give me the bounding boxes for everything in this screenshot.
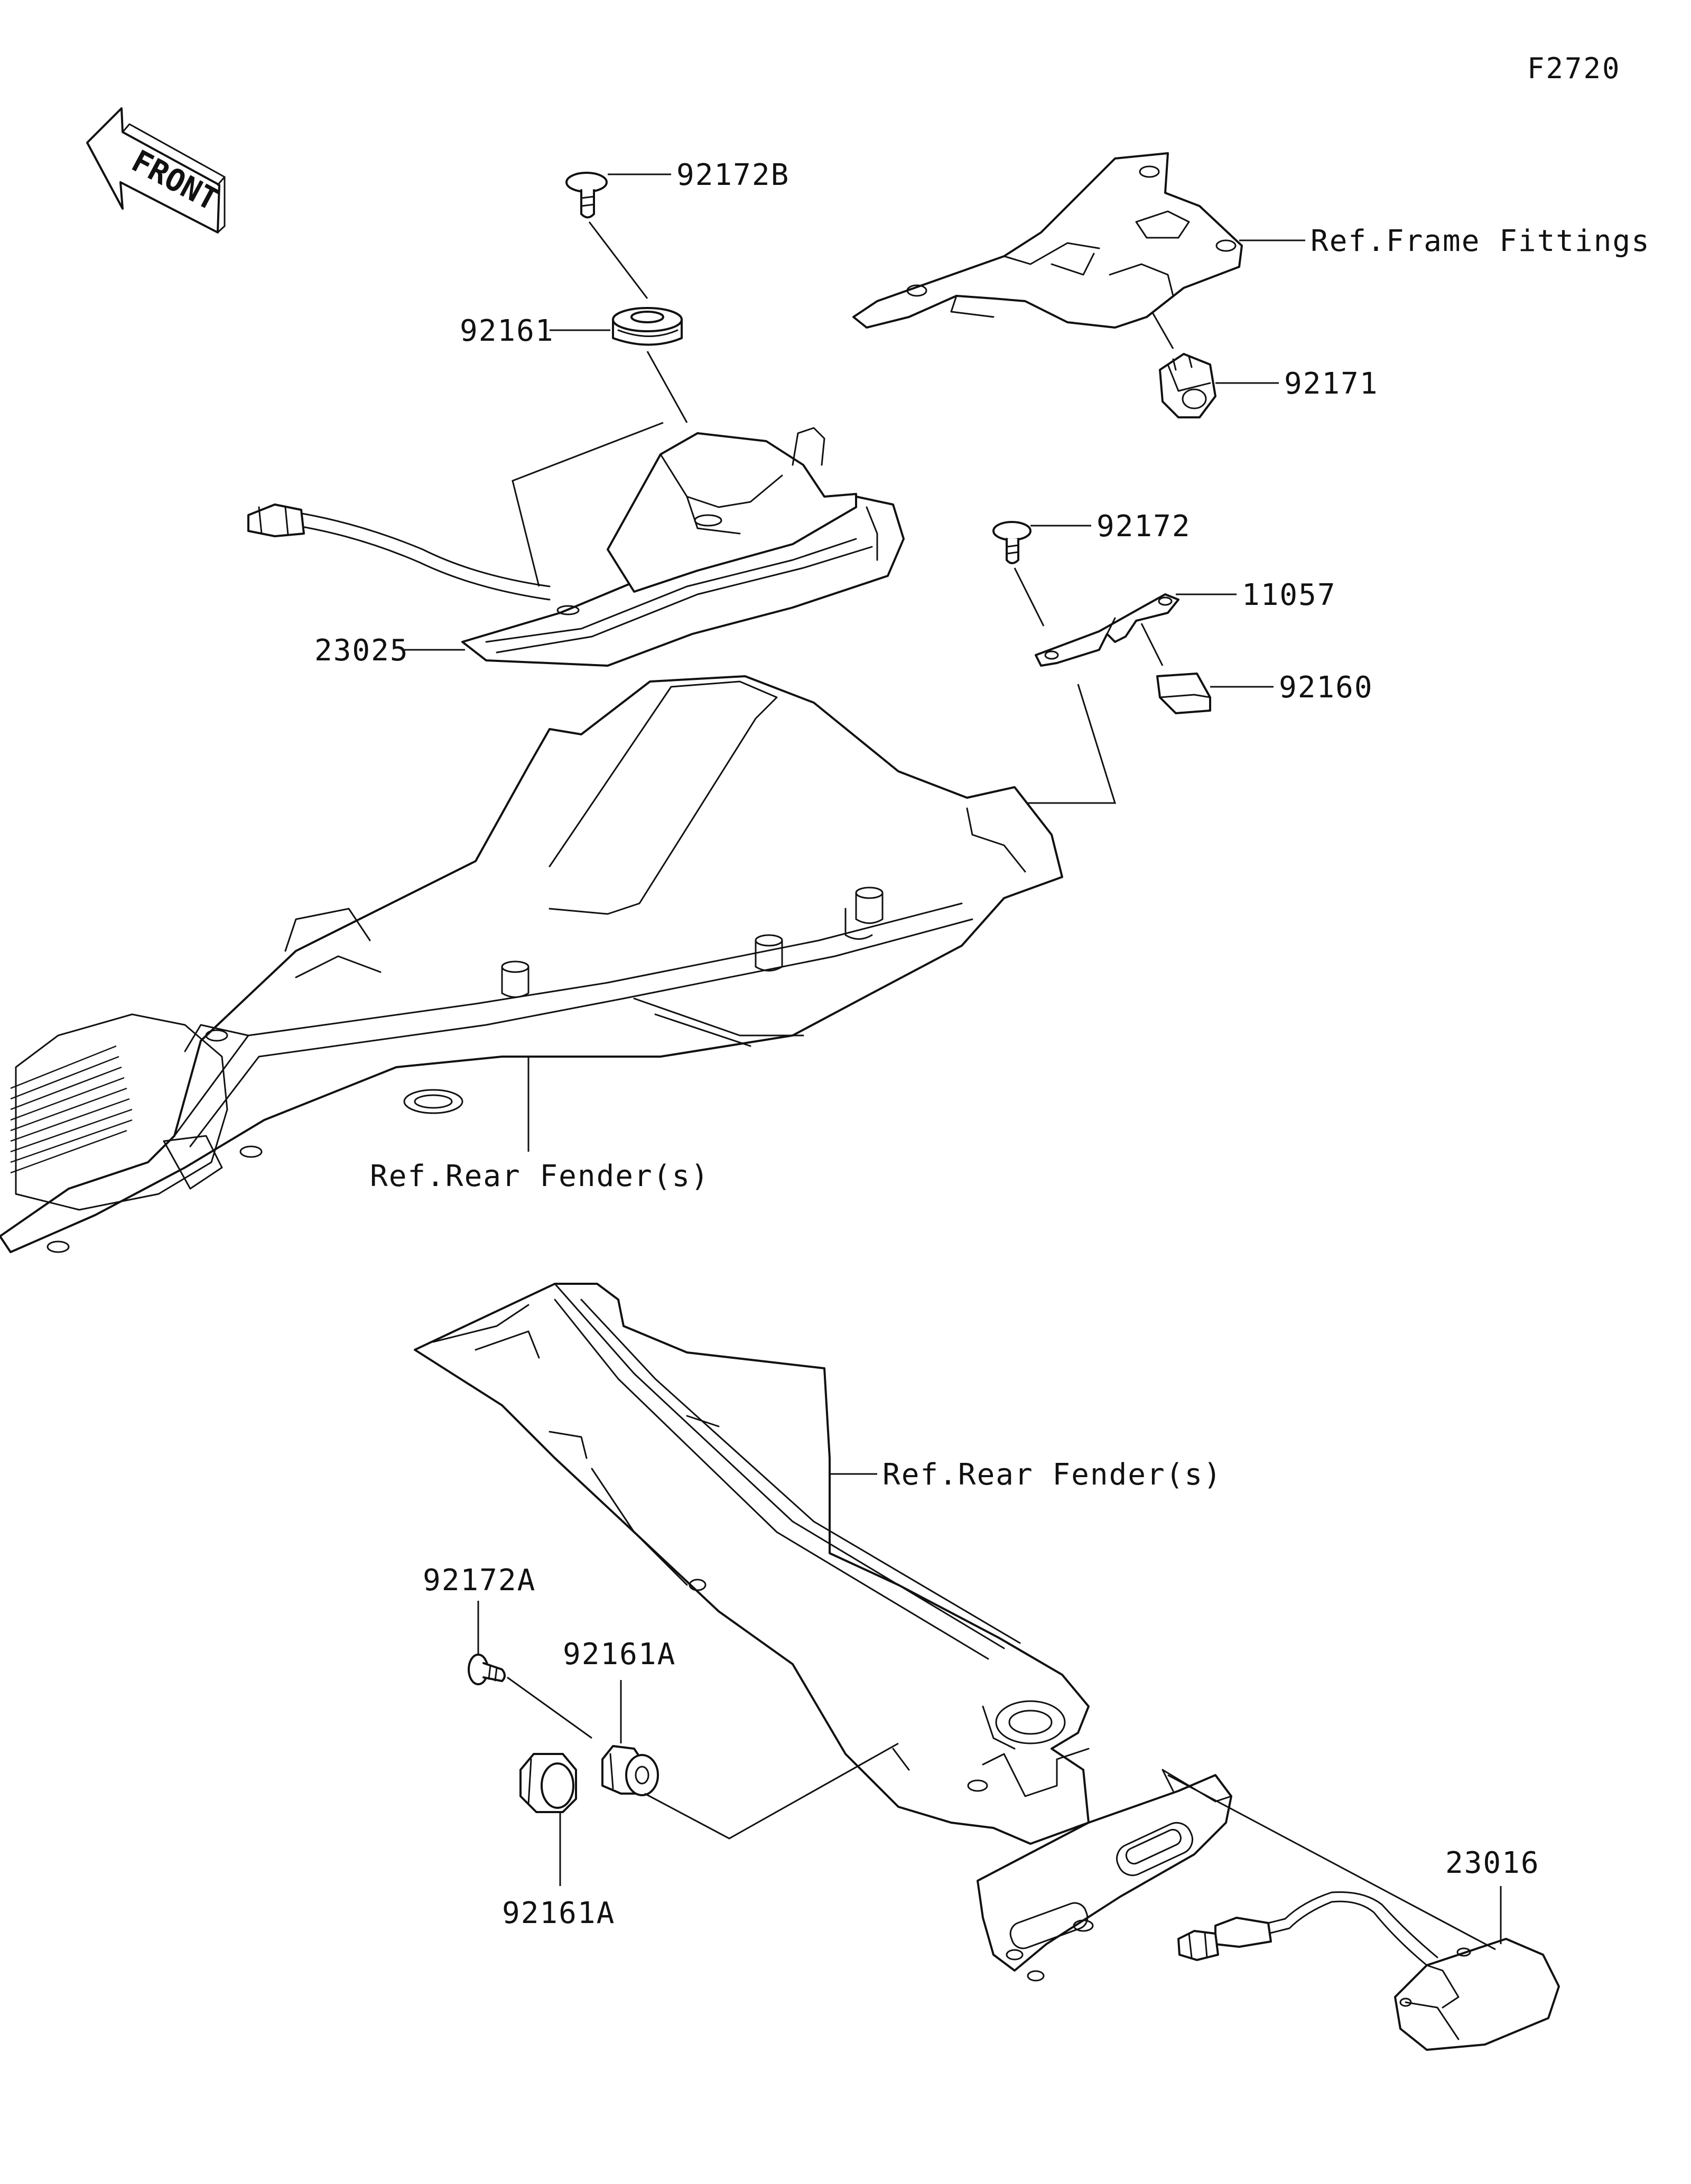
screw-92172A-icon [468,1654,506,1685]
license-plate-holder [977,1769,1232,1982]
grommet-92161-icon [612,307,683,346]
ref-rear-fender-lower: Ref.Rear Fender(s) [882,1458,1222,1492]
license-light-housing-23025 [461,427,905,667]
ref-rear-fender-upper: Ref.Rear Fender(s) [370,1159,710,1193]
label-11057: 11057 [1242,578,1336,612]
leader-housing-mount [512,422,664,587]
label-92172: 92172 [1097,509,1191,544]
leader-grommet-to-mount [644,1742,899,1840]
pad-92160-icon [1156,673,1211,714]
wire-connector-icon [247,503,551,601]
front-arrow-icon: FRONT [86,107,226,234]
label-92161A-bottom: 92161A [502,1896,615,1930]
screw-92172-icon [992,521,1032,564]
grommet-92161A-top-icon [601,1745,659,1796]
bolt-92172B-icon [565,172,608,219]
leader-grommet-down [646,351,688,423]
leader-bolt-to-grommet [588,221,648,299]
leader-screw-to-grommet [507,1676,592,1739]
grommet-92161A-bottom-icon [519,1753,577,1813]
rear-fender-upper [0,675,1063,1253]
bracket-11057-icon [1035,593,1179,667]
label-23016: 23016 [1445,1846,1540,1880]
label-92160: 92160 [1279,670,1373,705]
label-92172A: 92172A [423,1563,536,1598]
leader-light-to-holder [1167,1774,1496,1950]
figure-code: F2720 [1527,52,1621,85]
frame-fittings-bracket [852,152,1243,329]
leader-screw-to-bracket [1014,567,1045,627]
label-92161A-top: 92161A [563,1637,676,1672]
license-light-23016-icon [1177,1891,1560,2051]
label-23025: 23025 [314,633,409,668]
label-92161: 92161 [460,314,554,348]
clip-92171-icon [1159,353,1216,418]
label-92171: 92171 [1284,367,1379,401]
label-92172B: 92172B [676,158,789,192]
leader-bracket-to-clip [1151,311,1174,349]
leader-bracket-to-pad [1140,623,1164,666]
rear-fender-lower [414,1283,1090,1845]
ref-frame-fittings: Ref.Frame Fittings [1311,224,1650,258]
